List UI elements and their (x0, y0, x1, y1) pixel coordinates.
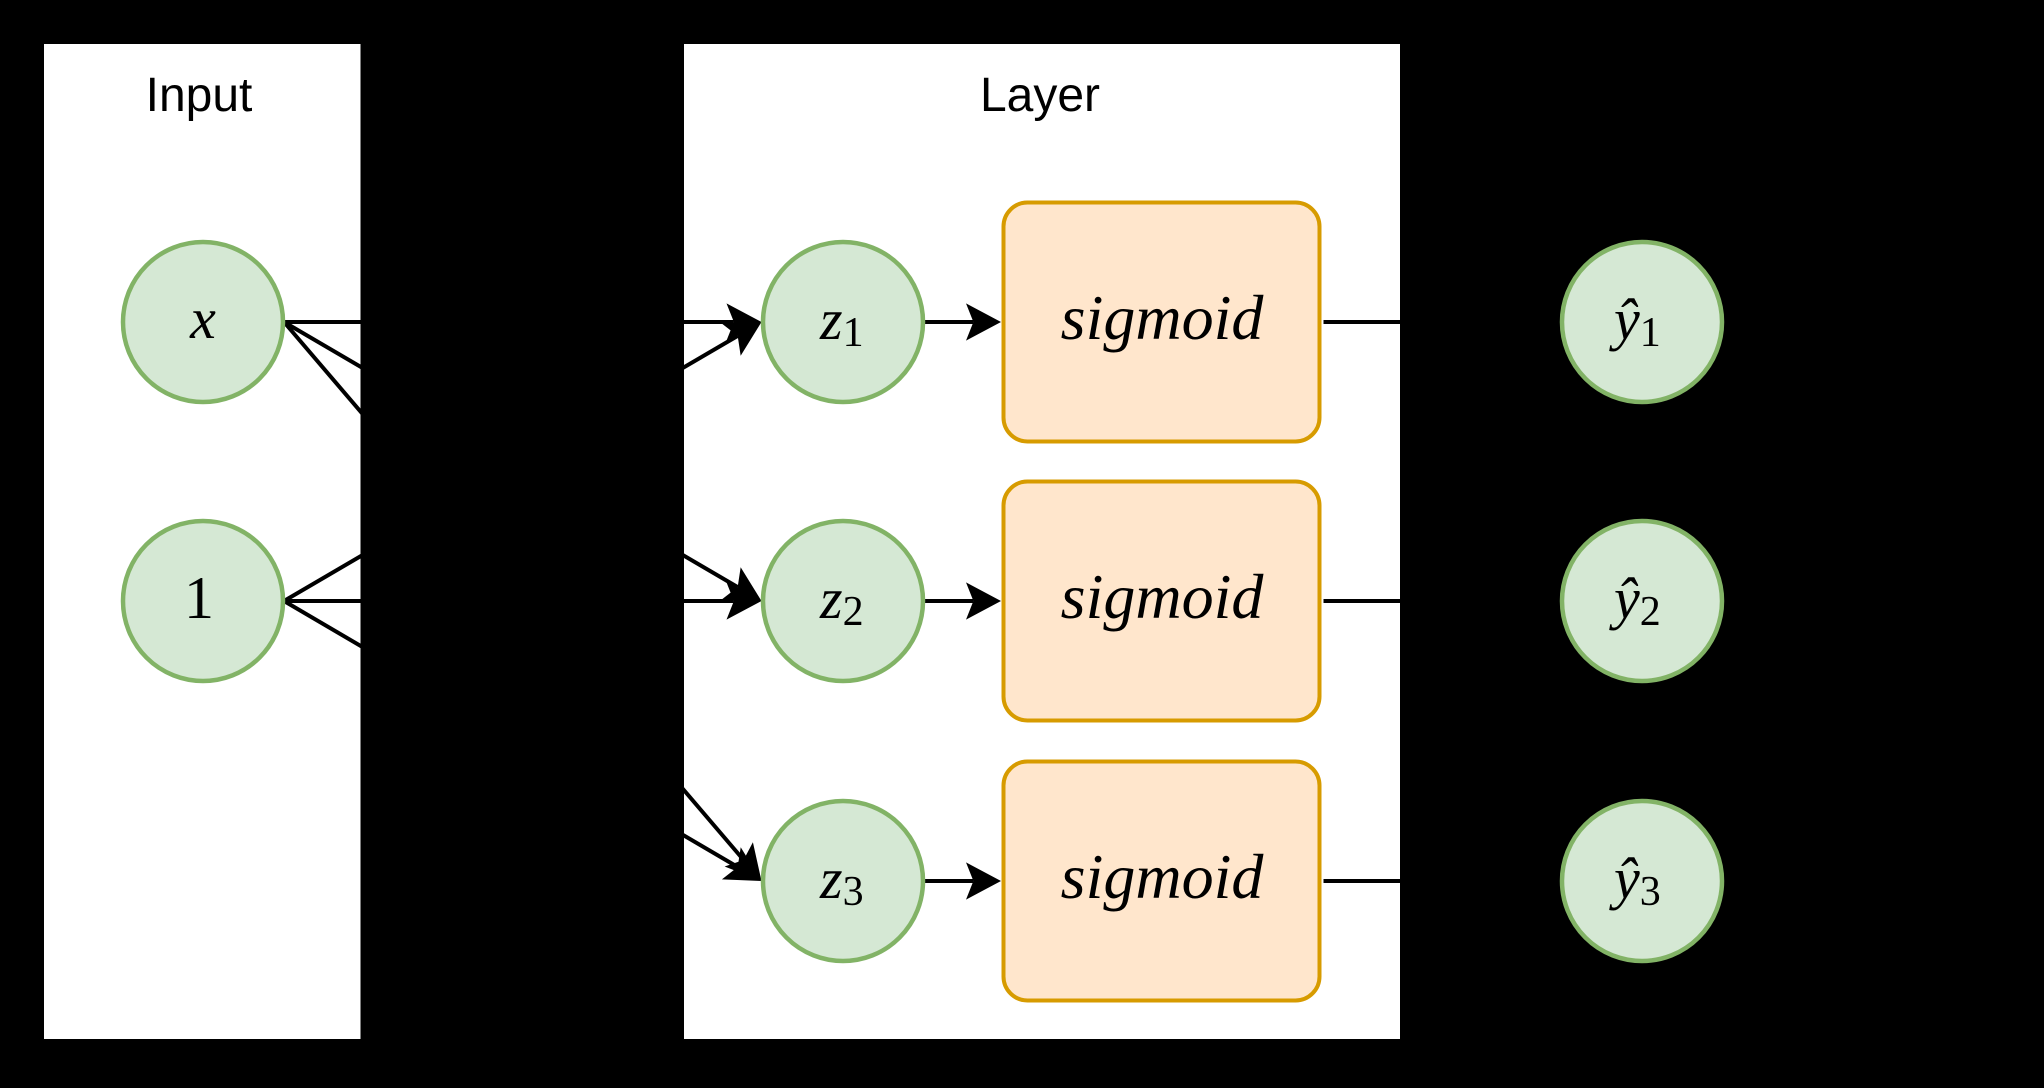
svg-text:z2: z2 (819, 566, 864, 635)
svg-text:Input: Input (146, 69, 253, 122)
svg-text:x: x (189, 286, 216, 351)
svg-text:1: 1 (184, 565, 214, 631)
svg-text:Layer: Layer (980, 69, 1100, 122)
svg-text:sigmoid: sigmoid (1061, 282, 1265, 353)
svg-text:sigmoid: sigmoid (1061, 561, 1265, 632)
svg-text:sigmoid: sigmoid (1061, 841, 1265, 912)
